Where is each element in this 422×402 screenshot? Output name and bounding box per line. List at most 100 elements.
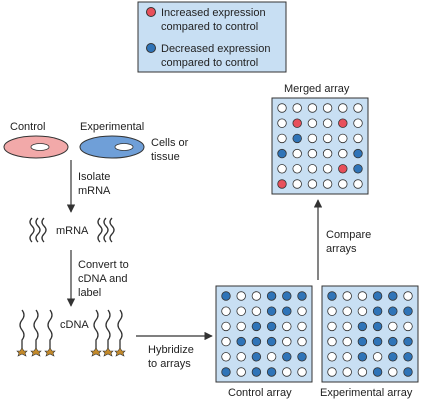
control-array: [215, 285, 313, 383]
control-array-spot: [282, 367, 292, 377]
experimental-array-spot: [327, 336, 337, 347]
experimental-array-spot: [357, 306, 368, 316]
control-array-spot: [221, 336, 231, 347]
merged-array-spot: [292, 179, 302, 189]
control-array-spot: [282, 321, 292, 332]
experimental-array-spot: [342, 352, 352, 362]
merged-array-spot: [353, 164, 363, 174]
experimental-array-spot: [327, 352, 337, 362]
experimental-array-spot: [327, 306, 337, 316]
control-array-spot: [236, 367, 246, 377]
experimental-array-spot: [372, 291, 383, 301]
merged-array-spot: [277, 118, 287, 128]
experimental-array-label: Experimental array: [320, 387, 413, 399]
merged-array-spot: [338, 103, 348, 113]
mrna-strands-left-icon: [29, 217, 47, 243]
control-array-spot: [266, 367, 277, 377]
experimental-array-spot: [388, 291, 398, 301]
experimental-dish-icon: [79, 135, 145, 159]
merged-array-spot: [322, 164, 333, 174]
compare-label-line1: Compare: [326, 229, 371, 241]
merged-array-spot: [292, 133, 302, 144]
merged-array-spot: [322, 118, 333, 128]
merged-array-spot: [353, 179, 363, 189]
experimental-array-spot: [388, 352, 398, 362]
control-array-panel: [215, 285, 313, 383]
experimental-array-spot: [342, 367, 352, 377]
experimental-array-spot: [403, 306, 413, 316]
control-array-spot: [266, 291, 277, 301]
control-array-spot: [297, 336, 307, 347]
convert-label-line1: Convert to: [78, 259, 129, 271]
merged-array-spot: [292, 148, 302, 159]
control-array-spot: [266, 306, 277, 316]
legend: Increased expression compared to control…: [137, 1, 287, 73]
control-dish-icon: [3, 135, 69, 159]
control-array-spot: [297, 321, 307, 332]
merged-array-spot: [322, 179, 333, 189]
control-array-spot: [297, 352, 307, 362]
merged-array-spot: [338, 164, 348, 174]
experimental-array-spot: [342, 321, 352, 332]
merged-array-spot: [338, 148, 348, 159]
control-array-spot: [236, 321, 246, 332]
decreased-dot-icon: [146, 43, 156, 53]
merged-array-spot: [307, 148, 318, 159]
control-array-spot: [221, 291, 231, 301]
experimental-array-spot: [372, 367, 383, 377]
merged-array-spot: [338, 118, 348, 128]
cells-label-line2: tissue: [151, 151, 180, 163]
experimental-array-spot: [388, 367, 398, 377]
control-array-spot: [236, 336, 246, 347]
experimental-array-spot: [327, 367, 337, 377]
control-array-spot: [251, 306, 262, 316]
control-array-spot: [297, 306, 307, 316]
experimental-array-spot: [357, 291, 368, 301]
merged-array-spot: [307, 164, 318, 174]
isolate-label-line1: Isolate: [78, 171, 110, 183]
experimental-array-spot: [388, 336, 398, 347]
control-array-spot: [297, 291, 307, 301]
merged-array-spot: [353, 118, 363, 128]
merged-array-spot: [277, 133, 287, 144]
legend-decreased-line1: Decreased expression: [161, 43, 270, 55]
merged-array-spot: [292, 103, 302, 113]
control-array-spot: [221, 367, 231, 377]
merged-array-spot: [322, 103, 333, 113]
experimental-array-spot: [342, 306, 352, 316]
merged-array-spot: [353, 103, 363, 113]
control-array-spot: [251, 352, 262, 362]
cdna-strands-right-icon: [90, 309, 126, 357]
experimental-array-spot: [372, 336, 383, 347]
control-array-spot: [236, 291, 246, 301]
control-array-spot: [266, 336, 277, 347]
experimental-array-panel: [321, 285, 419, 383]
increased-dot-icon: [146, 7, 156, 17]
control-array-spot: [221, 306, 231, 316]
experimental-array-spot: [372, 352, 383, 362]
experimental-array-spot: [403, 352, 413, 362]
merged-array-spot: [338, 179, 348, 189]
mrna-label: mRNA: [56, 225, 89, 237]
merged-array: [271, 97, 369, 195]
merged-array-spot: [322, 148, 333, 159]
control-array-label: Control array: [228, 387, 292, 399]
merged-array-spot: [307, 103, 318, 113]
hybridize-label-line2: to arrays: [148, 358, 191, 370]
experimental-array-spot: [327, 321, 337, 332]
control-array-spot: [236, 306, 246, 316]
control-array-spot: [251, 321, 262, 332]
experimental-array-spot: [388, 321, 398, 332]
control-array-spot: [251, 291, 262, 301]
control-array-spot: [282, 336, 292, 347]
merged-array-spot: [277, 148, 287, 159]
control-array-spot: [221, 321, 231, 332]
cells-label-line1: Cells or: [151, 137, 189, 149]
control-array-spot: [266, 321, 277, 332]
experimental-array-spot: [357, 352, 368, 362]
merged-array-spot: [277, 164, 287, 174]
experimental-array: [321, 285, 419, 383]
experimental-array-spot: [403, 367, 413, 377]
control-sample-label: Control: [10, 121, 45, 133]
merged-array-spot: [353, 133, 363, 144]
